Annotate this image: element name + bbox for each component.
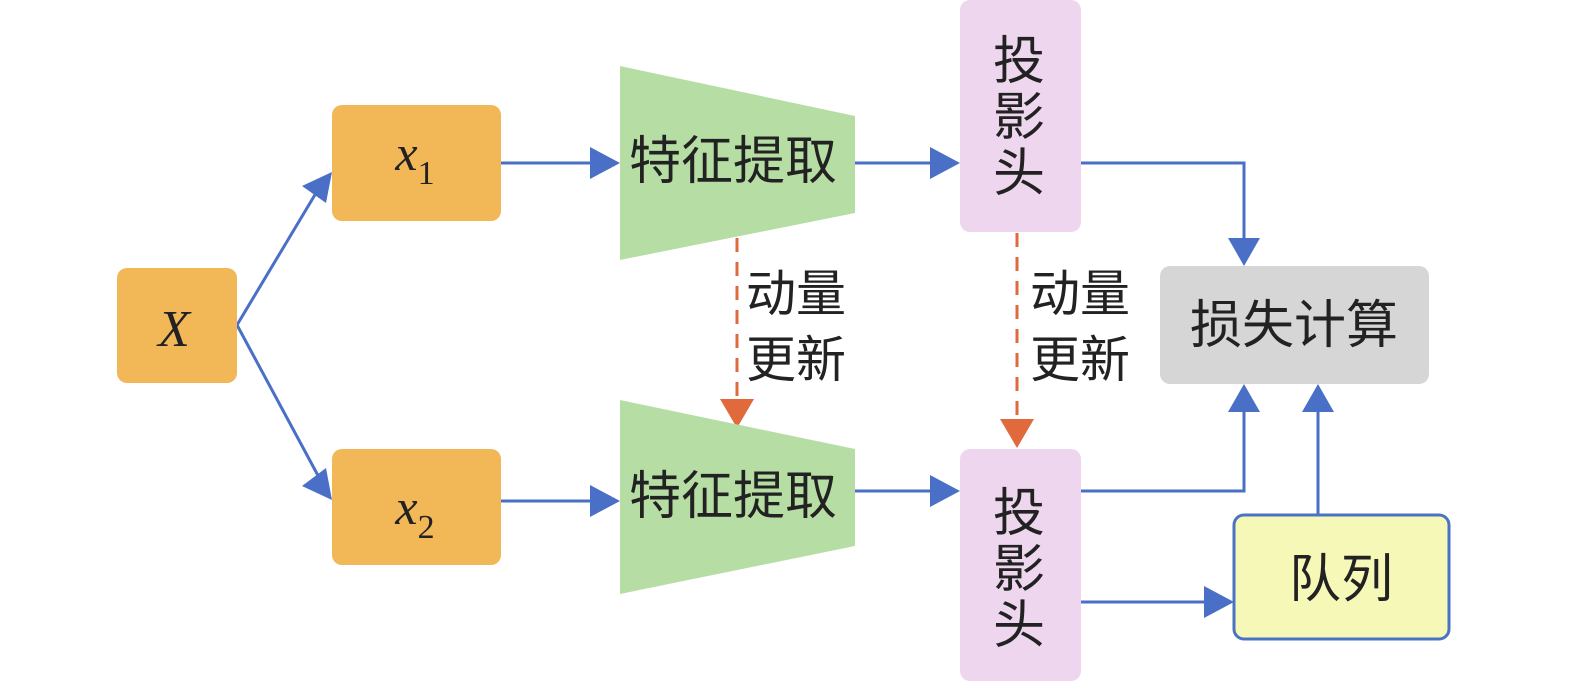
input-label: X: [156, 301, 192, 358]
momentum-proj-line1: 动量: [1030, 265, 1130, 323]
queue-label: 队列: [1289, 550, 1393, 610]
momentum-encoder-line1: 动量: [746, 265, 846, 323]
loss-node: 损失计算: [1160, 266, 1429, 384]
input-node: X: [117, 268, 237, 383]
queue-node: 队列: [1232, 513, 1451, 641]
proj-head-bottom: 投 影 头: [960, 449, 1081, 681]
svg-text:x1: x1: [394, 125, 434, 192]
momentum-proj-line2: 更新: [1030, 331, 1130, 389]
arrowhead-x2: [302, 468, 332, 500]
encoder-bottom-label: 特征提取: [629, 467, 837, 527]
svg-text:x2: x2: [394, 479, 434, 546]
arrowhead-encoder-top: [590, 147, 620, 179]
momentum-label-proj: 动量 更新: [1030, 265, 1130, 389]
edge-x-to-x1: [235, 182, 324, 326]
momentum-arrows: [720, 233, 1034, 448]
proj-top-char-3: 头: [993, 144, 1045, 204]
view2-subscript: 2: [418, 509, 435, 546]
arrowhead-loss-top: [1228, 238, 1260, 266]
arrowhead-x1: [302, 172, 332, 203]
view2-node: x2: [332, 449, 501, 565]
momentum-arrowhead-proj: [1000, 419, 1034, 448]
view1-subscript: 1: [418, 155, 435, 192]
edge-proj-top-to-loss: [1081, 161, 1246, 240]
proj-head-top: 投 影 头: [960, 0, 1081, 232]
arrowhead-loss-bottom-left: [1228, 384, 1260, 412]
arrowhead-proj-top: [930, 147, 960, 179]
proj-top-char-2: 影: [993, 88, 1045, 148]
arrowhead-encoder-bottom: [590, 485, 620, 517]
arrowhead-loss-bottom-right: [1302, 384, 1334, 412]
arrowhead-queue: [1204, 586, 1234, 618]
momentum-label-encoder: 动量 更新: [746, 265, 846, 389]
encoder-bottom: 特征提取: [620, 400, 855, 594]
edge-proj-bottom-to-loss: [1081, 410, 1246, 493]
proj-bottom-char-2: 影: [993, 540, 1045, 600]
edge-x-to-x2: [235, 324, 324, 484]
momentum-encoder-line2: 更新: [746, 331, 846, 389]
view2-label: x: [394, 479, 417, 535]
encoder-top-label: 特征提取: [629, 132, 837, 192]
arrowhead-proj-bottom: [930, 475, 960, 507]
proj-bottom-char-3: 头: [993, 596, 1045, 656]
momentum-arrowhead-encoder: [720, 399, 754, 428]
arrowheads: [302, 147, 1334, 618]
proj-top-char-1: 投: [993, 32, 1045, 92]
proj-bottom-char-1: 投: [993, 484, 1045, 544]
encoder-top: 特征提取: [620, 66, 855, 260]
view1-label: x: [394, 125, 417, 181]
connectors: [235, 161, 1320, 604]
view1-node: x1: [332, 105, 501, 221]
loss-label: 损失计算: [1190, 296, 1398, 356]
